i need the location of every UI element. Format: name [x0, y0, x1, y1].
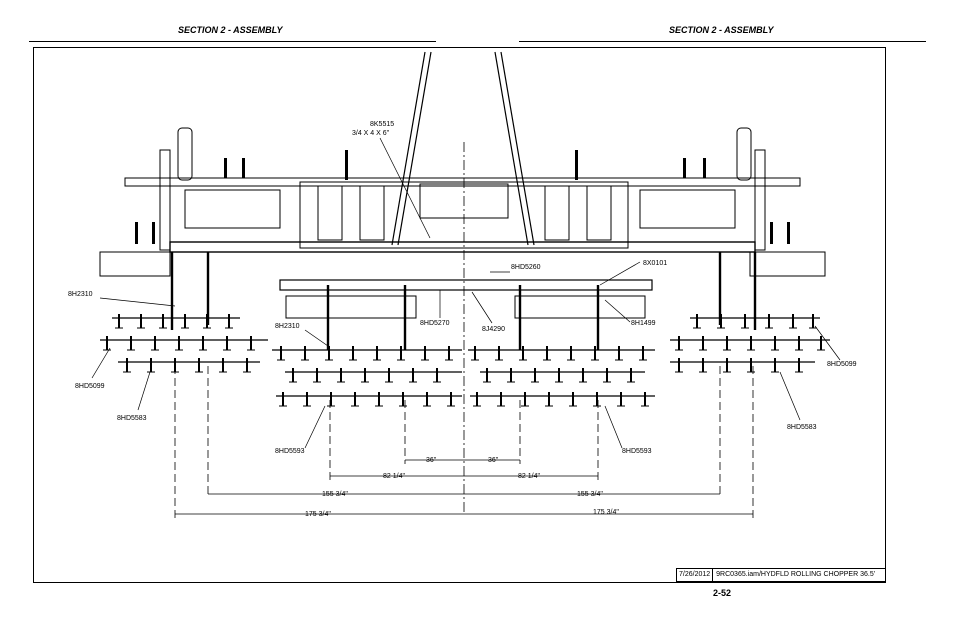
dim-mid-right: 82 1/4"	[518, 473, 540, 480]
dimension-lines	[175, 459, 753, 515]
callout-left-inner-arm: 8H2310	[275, 323, 300, 330]
callout-center-pin: 8J4290	[482, 326, 505, 333]
main-frame	[124, 127, 801, 291]
drawing-frame	[33, 47, 886, 583]
dim-outer-right: 175 3/4"	[593, 509, 619, 516]
upper-modules	[99, 183, 826, 319]
callout-left-reel-lower: 8HD5583	[117, 415, 147, 422]
title-block-date: 7/26/2012	[677, 569, 714, 581]
callout-left-inner-reel: 8HD5593	[275, 448, 305, 455]
title-block-file: 9RC0365.iam/HYDFLD ROLLING CHOPPER 36.5'	[716, 571, 876, 578]
reel-rows	[100, 317, 830, 397]
header-rule-left	[29, 41, 436, 42]
callout-right-clip: 8X0101	[643, 260, 667, 267]
callout-left-arm: 8H2310	[68, 291, 93, 298]
callout-left-reel-upper: 8HD5099	[75, 383, 105, 390]
callout-center-bracket: 8HD5270	[420, 320, 450, 327]
callout-hitch-pin: 8K5515	[370, 121, 394, 128]
section-header-right: SECTION 2 - ASSEMBLY	[669, 25, 774, 35]
callout-right-arm: 8H1499	[631, 320, 656, 327]
section-header-left: SECTION 2 - ASSEMBLY	[178, 25, 283, 35]
dim-wide-left: 155 3/4"	[322, 491, 348, 498]
title-block: 7/26/2012 9RC0365.iam/HYDFLD ROLLING CHO…	[676, 568, 886, 582]
callout-right-inner-reel: 8HD5593	[622, 448, 652, 455]
page-number: 2-52	[713, 588, 732, 598]
callout-right-reel-upper: 8HD5099	[827, 361, 857, 368]
dim-wide-right: 155 3/4"	[577, 491, 603, 498]
dim-inner-right: 36"	[488, 457, 499, 464]
cylinders	[135, 150, 790, 244]
leader-lines	[91, 137, 841, 449]
extension-lines	[174, 366, 754, 518]
callout-right-reel-lower: 8HD5583	[787, 424, 817, 431]
hitch-arms	[391, 51, 535, 246]
callout-center-plate: 8HD5260	[511, 264, 541, 271]
dim-outer-left: 175 3/4"	[305, 511, 331, 518]
header-rule-right	[519, 41, 926, 42]
dim-inner-left: 36"	[426, 457, 437, 464]
arm-links	[170, 252, 757, 350]
dim-mid-left: 82 1/4"	[383, 473, 405, 480]
callout-hitch-pin-size: 3/4 X 4 X 6"	[352, 130, 390, 137]
